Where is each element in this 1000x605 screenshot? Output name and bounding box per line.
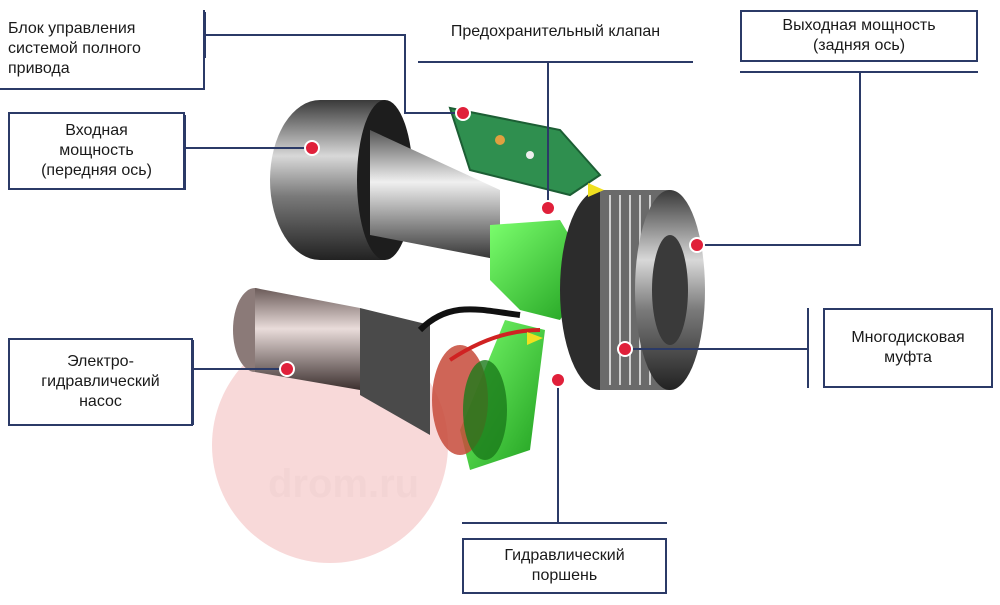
label-relief-valve: Предохранительный клапан [418,12,693,52]
marker-output [689,237,705,253]
input-shaft [370,130,500,260]
label-control-unit: Блок управления системой полного привода [0,10,205,90]
label-output-power: Выходная мощность (задняя ось) [740,10,978,62]
watermark-text: drom.ru [268,462,420,506]
marker-input [304,140,320,156]
marker-clutch [617,341,633,357]
marker-relief-valve [540,200,556,216]
marker-control-unit [455,105,471,121]
marker-pump [279,361,295,377]
control-unit-board [448,106,602,197]
marker-piston [550,372,566,388]
label-piston: Гидравлический поршень [462,538,667,594]
label-pump: Электро- гидравлический насос [8,338,193,426]
label-clutch: Многодисковая муфта [823,308,993,388]
label-input-power: Входная мощность (передняя ось) [8,112,185,190]
